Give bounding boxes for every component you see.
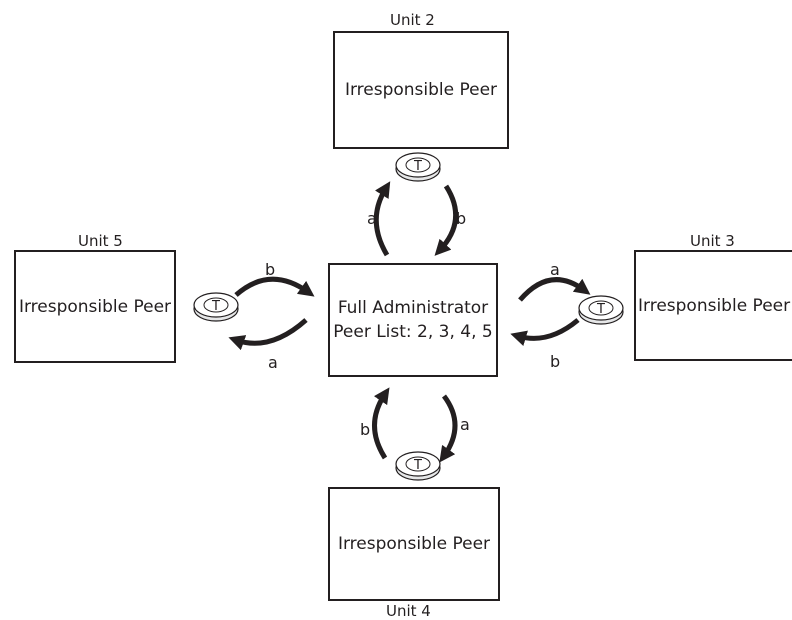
unit-2-role: Irresponsible Peer [344,80,498,100]
unit-4-box: Irresponsible Peer [328,487,500,601]
token-bottom-letter: T [413,458,422,473]
unit-3-role: Irresponsible Peer [638,295,791,316]
token-bottom: T [395,451,441,481]
unit-5-box: Irresponsible Peer [14,250,176,363]
token-top: T [395,152,441,182]
arrow-a-to-unit-2 [373,181,391,257]
label-a-right: a [550,260,560,279]
label-b-left: b [265,260,275,279]
label-b-bottom: b [360,420,370,439]
unit-2-box: Irresponsible Peer [333,31,509,149]
label-b-top: b [456,209,466,228]
administrator-title: Full Administrator [337,298,489,318]
token-top-letter: T [413,159,422,174]
administrator-box: Full Administrator Peer List: 2, 3, 4, 5 [328,263,498,377]
label-b-right: b [550,352,560,371]
arrow-b-to-admin-bottom [372,387,390,460]
label-a-bottom: a [460,415,470,434]
unit-4-label: Unit 4 [386,602,431,620]
arrow-b-from-unit-2 [434,184,459,256]
administrator-peer-list: Peer List: 2, 3, 4, 5 [333,322,493,342]
unit-5-role: Irresponsible Peer [18,296,172,317]
unit-5-label: Unit 5 [78,232,123,250]
unit-4-role: Irresponsible Peer [337,534,491,554]
unit-3-label: Unit 3 [690,232,735,250]
token-right: T [578,295,624,325]
token-right-letter: T [596,302,605,317]
token-left: T [193,292,239,322]
label-a-left: a [268,353,278,372]
unit-2-label: Unit 2 [390,11,435,29]
arrow-a-to-unit-4 [439,394,458,463]
arrow-b-to-admin-left [234,276,315,297]
arrow-b-to-admin-right [510,318,580,346]
label-a-top: a [367,209,377,228]
token-left-letter: T [211,299,220,314]
unit-3-box: Irresponsible Peer [634,250,792,361]
arrow-a-to-unit-3 [518,277,591,302]
arrow-a-to-unit-5 [228,318,308,351]
